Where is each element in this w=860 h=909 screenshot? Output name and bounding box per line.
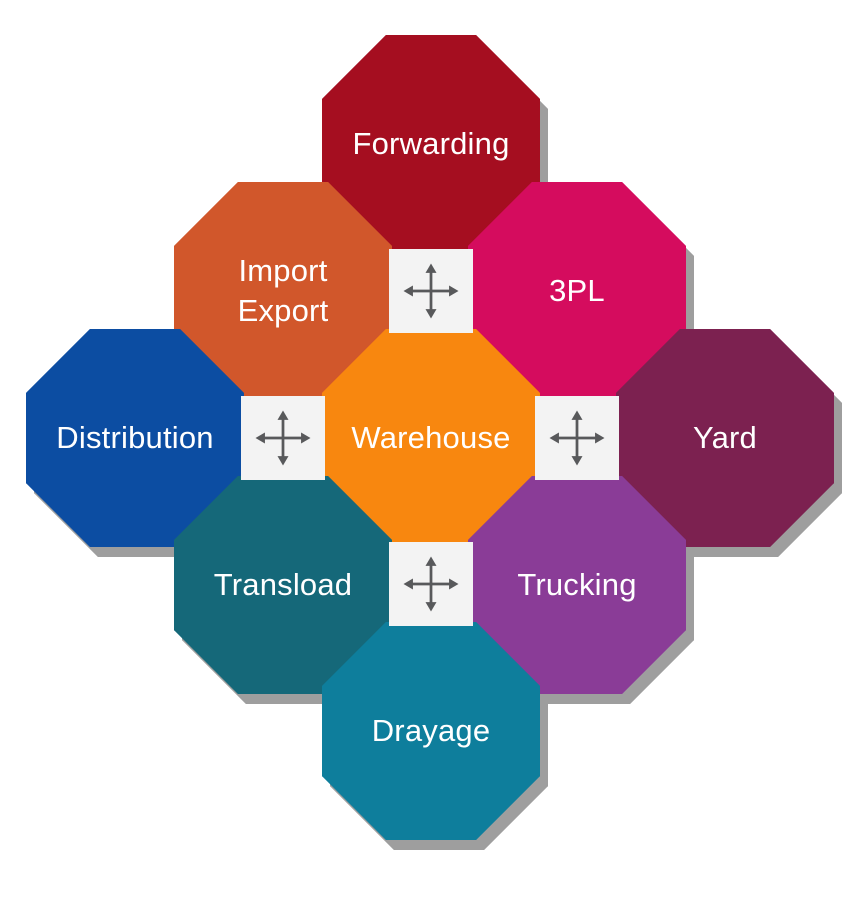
four-way-move-arrows-icon <box>549 410 605 466</box>
octagon-shape <box>322 622 540 840</box>
node-label: Import Export <box>237 253 329 328</box>
connector-forwarding-warehouse <box>389 249 473 333</box>
four-way-move-arrows-icon <box>403 556 459 612</box>
node-label: Distribution <box>56 420 214 456</box>
connector-warehouse-yard <box>535 396 619 480</box>
four-way-move-arrows-icon <box>403 263 459 319</box>
node-label: Forwarding <box>352 126 510 162</box>
node-label: Transload <box>213 567 353 603</box>
node-label: Warehouse <box>351 420 511 456</box>
four-way-move-arrows-icon <box>255 410 311 466</box>
connector-warehouse-drayage <box>389 542 473 626</box>
node-label: Trucking <box>517 567 637 603</box>
connector-distribution-warehouse <box>241 396 325 480</box>
node-label: Yard <box>693 420 757 456</box>
node-label: Drayage <box>371 713 491 749</box>
node-label: 3PL <box>549 273 605 309</box>
node-drayage: Drayage <box>322 622 548 850</box>
node-distribution: Distribution <box>26 329 252 557</box>
